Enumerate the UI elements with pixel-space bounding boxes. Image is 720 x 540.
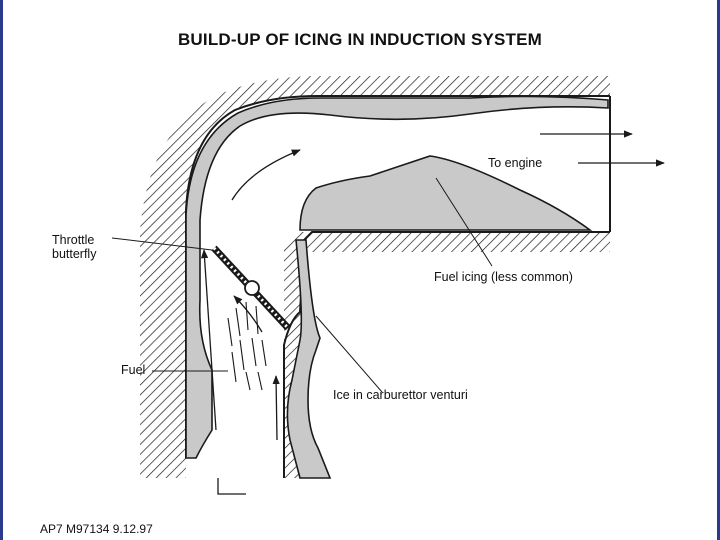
flow-arrows <box>200 130 665 495</box>
fuel-spray <box>227 301 267 391</box>
throttle-butterfly-label: Throttle butterfly <box>52 233 96 261</box>
to-engine-label: To engine <box>488 156 543 170</box>
throttle-label-line1: Throttle <box>52 233 95 247</box>
duct-outer-line <box>185 95 610 458</box>
venturi-ice-label: Ice in carburettor venturi <box>333 388 468 402</box>
diagram-title: BUILD-UP OF ICING IN INDUCTION SYSTEM <box>177 30 543 49</box>
left-lower-hatching <box>140 458 186 478</box>
throttle-label-line2: butterfly <box>52 247 97 261</box>
fuel-label: Fuel <box>121 363 146 377</box>
fuel-icing-label: Fuel icing (less common) <box>434 270 573 284</box>
ice-venturi <box>286 239 332 479</box>
inner-wall-hatching <box>284 232 610 478</box>
reference-code: AP7 M97134 9.12.97 <box>40 522 153 536</box>
leader-lines <box>111 177 493 393</box>
duct-inner-line <box>283 231 610 478</box>
throttle-pivot <box>244 280 260 296</box>
ice-outer-wall <box>185 95 609 459</box>
